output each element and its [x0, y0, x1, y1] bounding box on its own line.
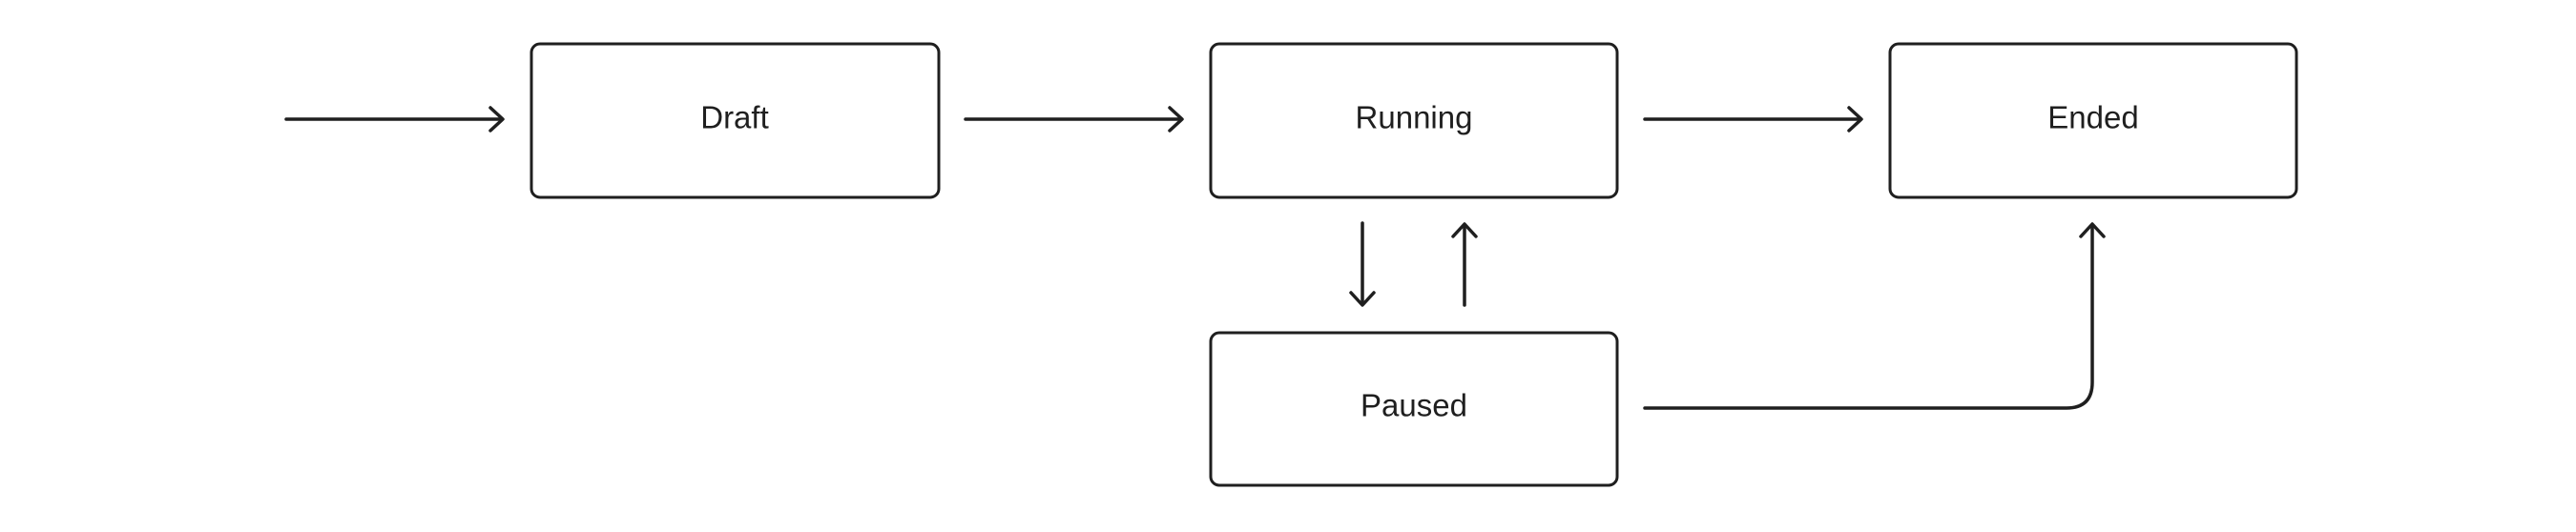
node-paused: Paused [1209, 331, 1619, 487]
edge-draft-to-running [964, 106, 1184, 133]
node-ended-box [1888, 42, 2298, 199]
edge-paused-to-ended [1643, 222, 2106, 410]
node-ended: Ended [1888, 42, 2298, 199]
arrowhead-right-icon [488, 106, 505, 133]
arrowhead-down-icon [1349, 291, 1376, 307]
node-running-box [1209, 42, 1619, 199]
node-ended-label: Ended [2047, 100, 2138, 135]
edge-paused-to-ended-line [1643, 223, 2094, 410]
node-running: Running [1209, 42, 1619, 199]
edge-running-to-paused [1349, 221, 1376, 307]
arrowhead-up-icon [1451, 222, 1478, 238]
node-paused-label: Paused [1361, 388, 1467, 423]
arrowhead-right-icon [1168, 106, 1184, 133]
node-draft-label: Draft [700, 100, 769, 135]
node-draft-box [530, 42, 941, 199]
arrowhead-right-icon [1847, 106, 1863, 133]
node-running-label: Running [1356, 100, 1473, 135]
edge-start-to-draft [284, 106, 505, 133]
node-paused-box [1209, 331, 1619, 487]
edge-paused-to-running [1451, 222, 1478, 307]
node-draft: Draft [530, 42, 941, 199]
edge-running-to-ended [1643, 106, 1863, 133]
arrowhead-up-icon [2079, 222, 2106, 238]
